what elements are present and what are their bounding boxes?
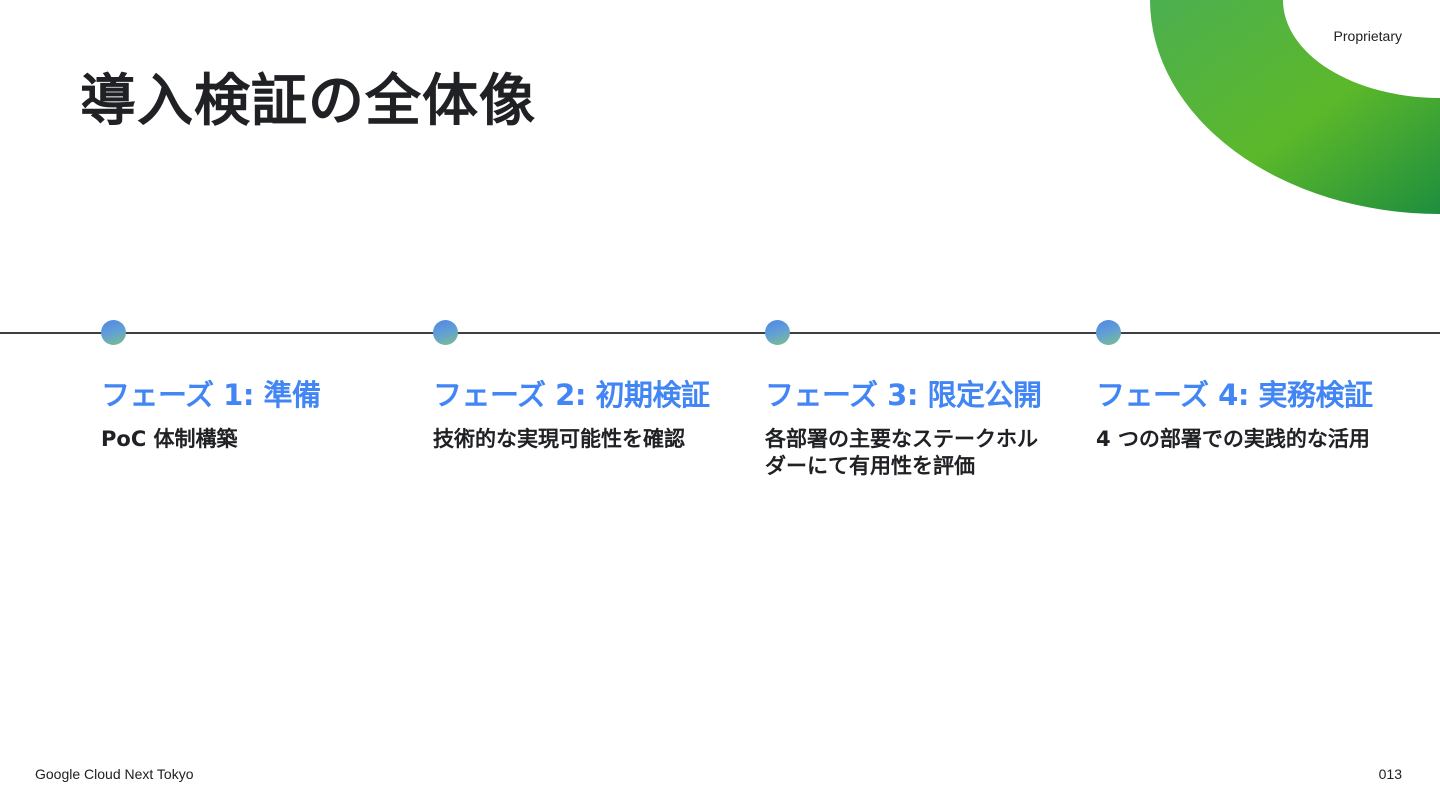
phase-1-description: PoC 体制構築 xyxy=(101,427,238,451)
phase-4-marker xyxy=(1096,320,1121,345)
page-number: 013 xyxy=(1378,766,1402,782)
decorative-green-arc xyxy=(1150,0,1440,214)
phase-4-description: 4 つの部署での実践的な活用 xyxy=(1096,427,1370,451)
phase-3-description: 各部署の主要なステークホルダーにて有用性を評価 xyxy=(765,427,1038,478)
phase-1-marker xyxy=(101,320,126,345)
phase-2-marker xyxy=(433,320,458,345)
timeline-line xyxy=(0,332,1440,334)
proprietary-label: Proprietary xyxy=(1333,28,1402,44)
phase-4-title: フェーズ 4: 実務検証 xyxy=(1096,378,1373,412)
phase-2-description: 技術的な実現可能性を確認 xyxy=(433,427,685,451)
phase-1-title: フェーズ 1: 準備 xyxy=(101,378,321,412)
phase-3-marker xyxy=(765,320,790,345)
phase-3-title: フェーズ 3: 限定公開 xyxy=(765,378,1042,412)
page-title: 導入検証の全体像 xyxy=(80,69,536,134)
footer-event-name: Google Cloud Next Tokyo xyxy=(35,766,194,782)
phase-2-title: フェーズ 2: 初期検証 xyxy=(433,378,710,412)
